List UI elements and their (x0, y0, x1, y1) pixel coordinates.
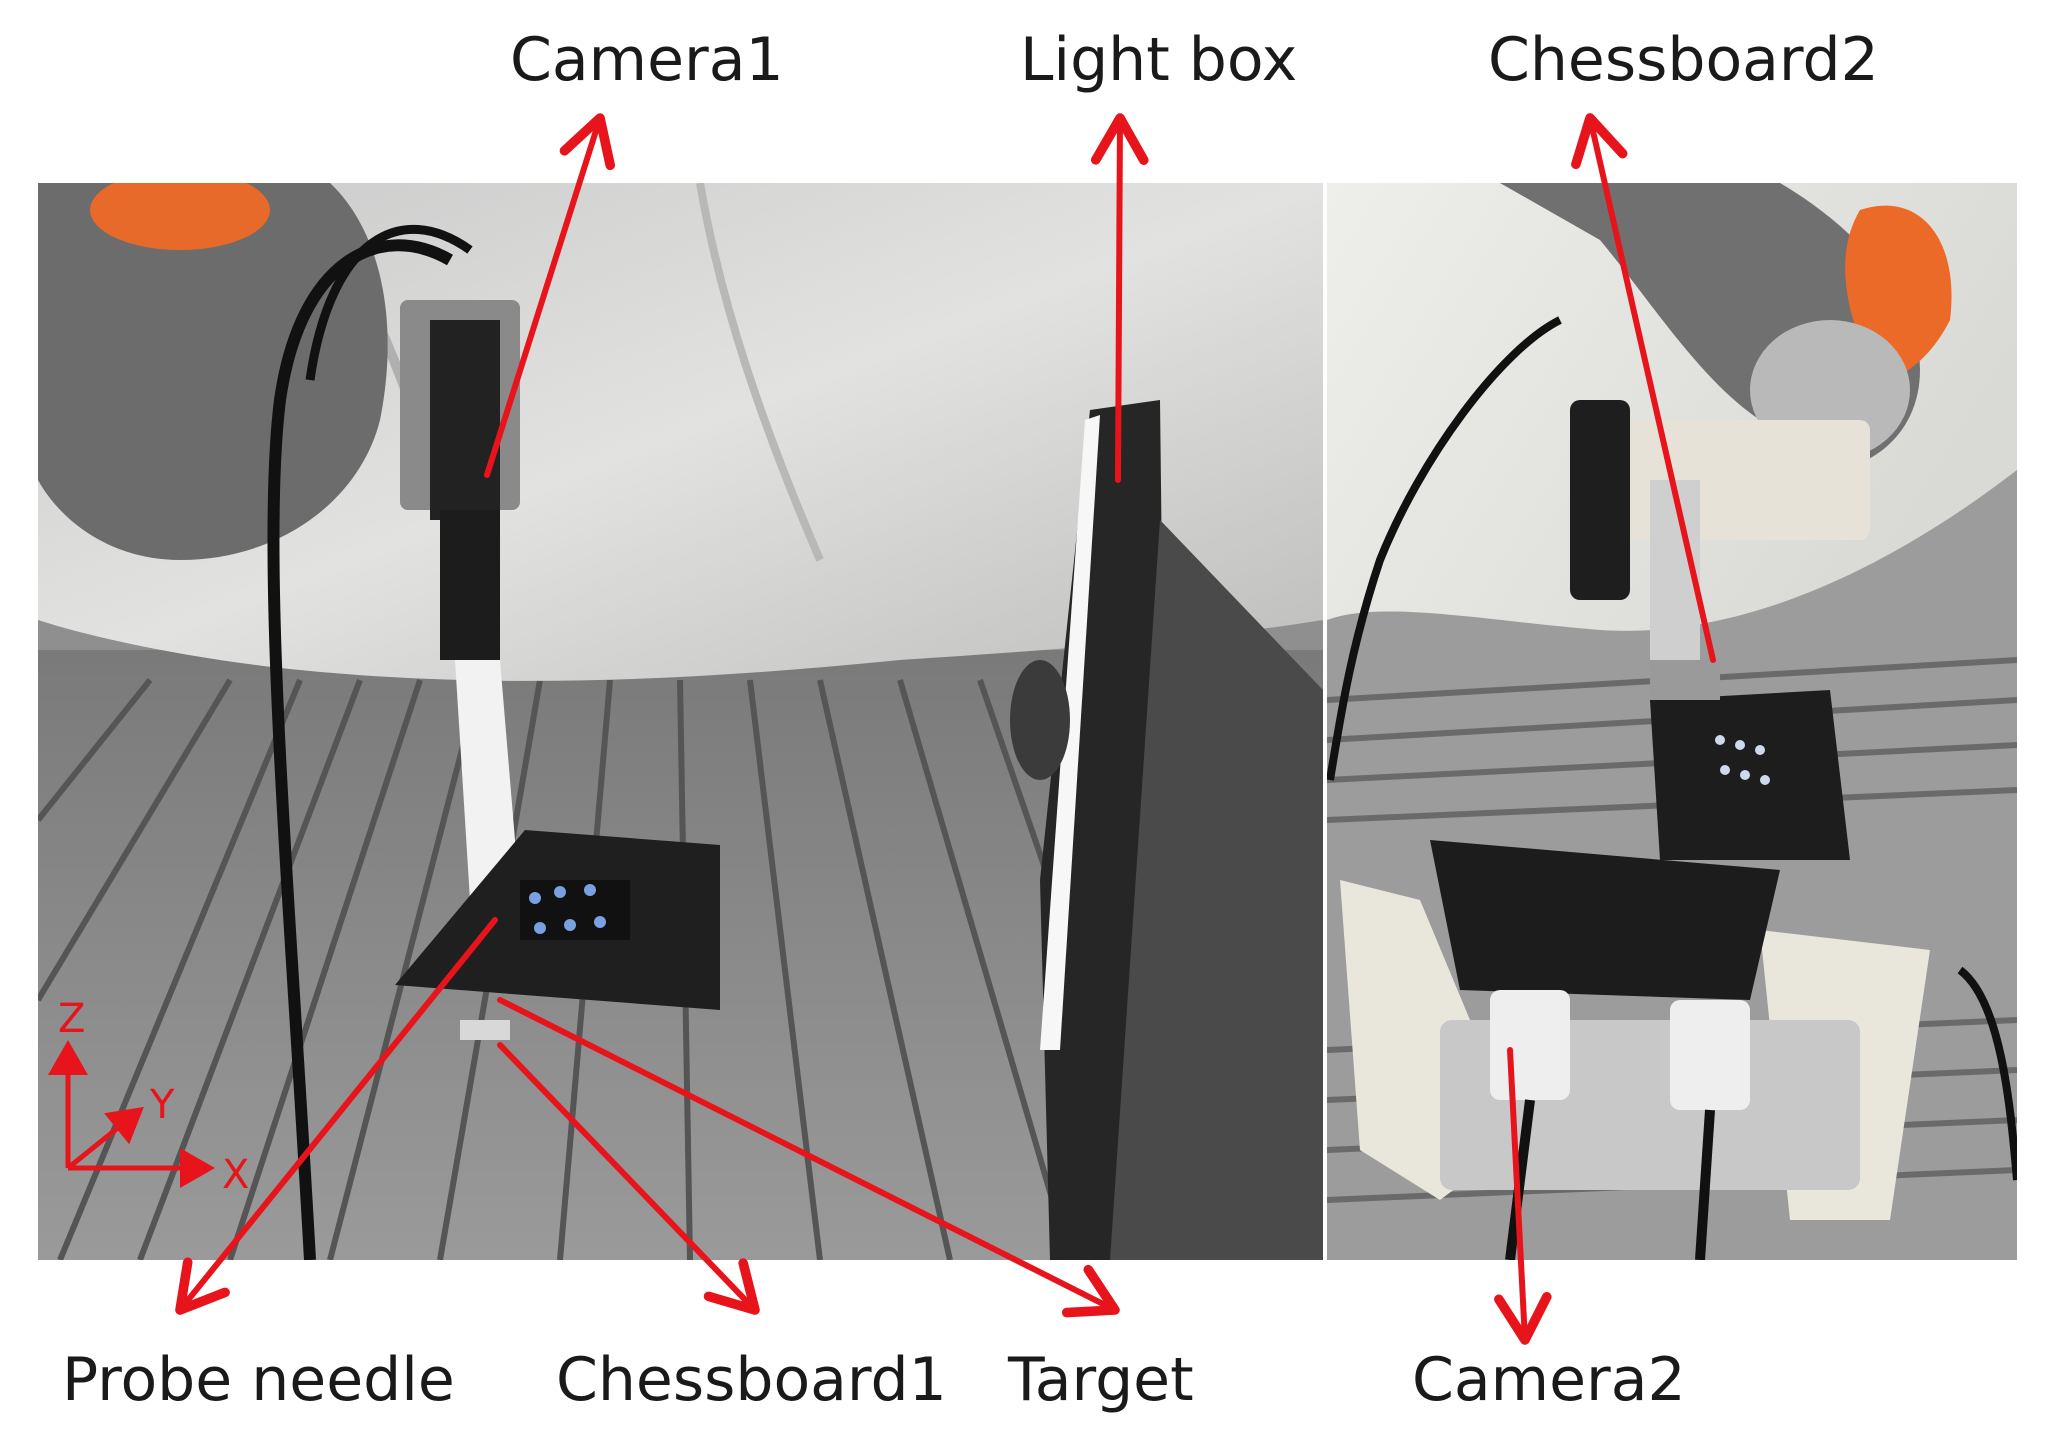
axis-y (66, 1106, 144, 1170)
axis-y-label: Y (149, 1082, 175, 1128)
label-chessboard2: Chessboard2 (1488, 25, 1879, 95)
axis-x-label: X (222, 1152, 249, 1198)
callout-arrows (175, 113, 1716, 1345)
right-photo (1327, 183, 2017, 1260)
label-camera1: Camera1 (510, 25, 784, 95)
arrow-camera1 (484, 113, 616, 478)
arrow-chessboard1 (497, 1042, 760, 1315)
label-camera2: Camera2 (1412, 1345, 1686, 1415)
label-chessboard1: Chessboard1 (556, 1345, 947, 1415)
left-photo: Z Y X (38, 183, 1323, 1260)
label-probe-needle: Probe needle (62, 1345, 455, 1415)
axis-z-label: Z (58, 996, 85, 1042)
label-light-box: Light box (1020, 25, 1297, 95)
coordinate-axes (48, 1040, 215, 1188)
label-target: Target (1007, 1345, 1194, 1415)
arrow-chessboard2 (1571, 113, 1716, 663)
arrow-probe-needle (175, 917, 498, 1315)
arrow-light-box (1090, 113, 1149, 483)
arrow-target (497, 997, 1120, 1318)
arrow-camera2 (1494, 1047, 1552, 1345)
